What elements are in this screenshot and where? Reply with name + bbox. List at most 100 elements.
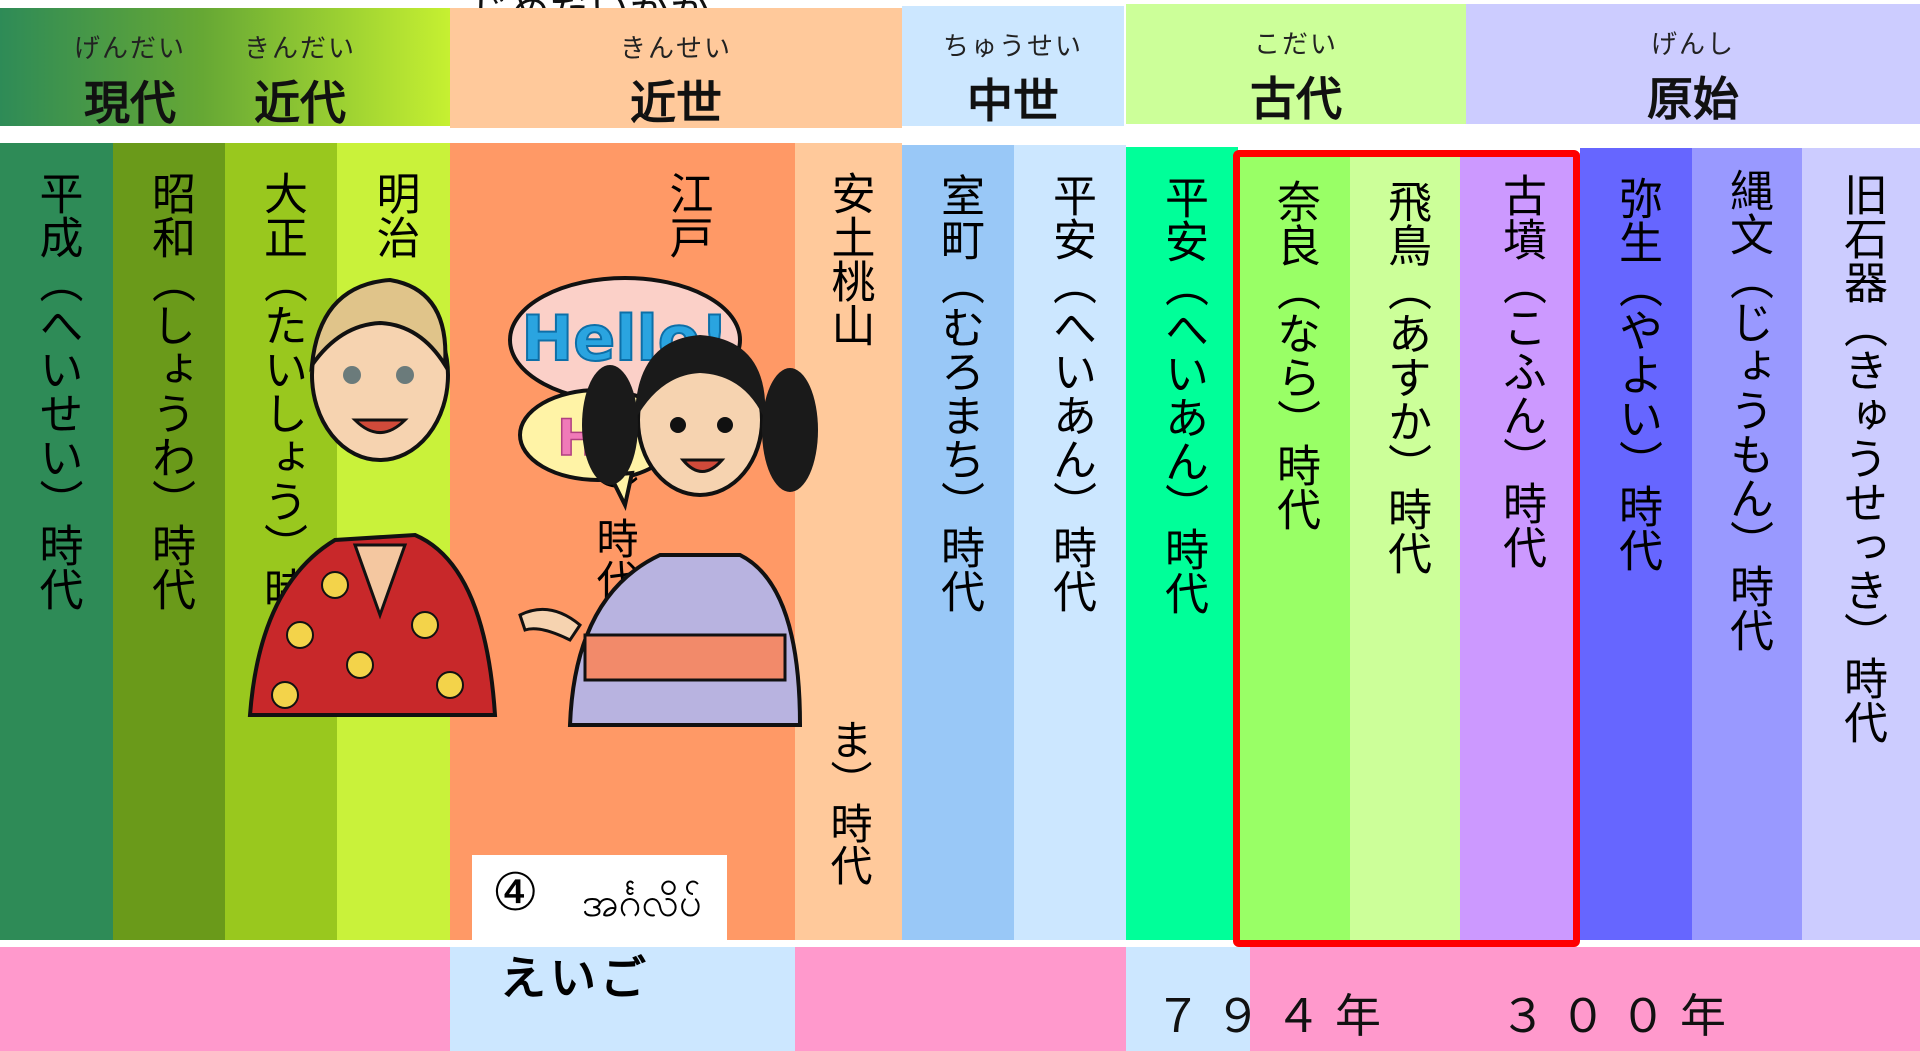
period-reading: こふん bbox=[1495, 305, 1546, 437]
open-paren: （ bbox=[1269, 267, 1320, 311]
period-column-heian: 平安（へいあん）時代 bbox=[1126, 147, 1238, 940]
period-reading: あすか bbox=[1380, 311, 1431, 443]
reading-fragment: ま bbox=[824, 718, 873, 760]
period-suffix: 時代 bbox=[144, 523, 195, 611]
period-kanji: 平安 bbox=[1157, 175, 1208, 263]
era-name-kindai: 近代 bbox=[254, 76, 346, 126]
period-suffix: 時代 bbox=[1722, 564, 1773, 652]
label-burmese: အင်္ဂလိပ် bbox=[582, 880, 702, 926]
period-suffix: 時代 bbox=[933, 525, 984, 613]
close-paren: ） bbox=[1269, 399, 1320, 443]
era-header-kodai: こだい 古代 bbox=[1126, 4, 1466, 124]
period-kanji: 飛鳥 bbox=[1380, 179, 1431, 267]
close-paren: ） bbox=[1045, 481, 1096, 525]
open-paren: （ bbox=[1495, 261, 1546, 305]
year-label-794: ７９４年 bbox=[1155, 989, 1395, 1043]
period-suffix: 時代 bbox=[1611, 484, 1662, 572]
period-column-showa: 昭和（しょうわ）時代 bbox=[113, 143, 225, 940]
close-paren: ） bbox=[256, 523, 307, 567]
close-paren: ） bbox=[31, 479, 83, 523]
period-kanji: 安土桃山 bbox=[823, 171, 875, 347]
close-paren: ） bbox=[1380, 443, 1431, 487]
period-column-muromachi: 室町（むろまち）時代 bbox=[902, 145, 1014, 940]
era-name-gendai: 現代 bbox=[84, 76, 176, 126]
bottom-strip-pink-right bbox=[1250, 947, 1920, 1051]
close-paren: ） bbox=[1157, 483, 1208, 527]
language-label-box: ④ အင်္ဂလိပ် bbox=[472, 855, 727, 947]
period-kanji: 縄文 bbox=[1722, 168, 1773, 256]
azuchi-suffix-fragment: ま）時代 bbox=[812, 718, 884, 898]
open-paren: （ bbox=[1157, 263, 1208, 307]
close-paren: ） bbox=[144, 479, 195, 523]
period-column-nara: 奈良（なら）時代 bbox=[1238, 153, 1350, 940]
bottom-strip-pink-middle bbox=[795, 947, 1126, 1051]
period-kanji: 平成 bbox=[31, 171, 83, 259]
period-reading: しょうわ bbox=[144, 303, 195, 479]
period-column-kyusekki: 旧石器（きゅうせっき）時代 bbox=[1802, 148, 1920, 940]
era-ruby-genshi: げんし bbox=[1650, 30, 1735, 60]
period-column-heian-chusei: 平安（へいあん）時代 bbox=[1014, 145, 1126, 940]
era-name-kinsei: 近世 bbox=[630, 76, 722, 128]
open-paren: （ bbox=[144, 259, 195, 303]
close-paren: ） bbox=[933, 481, 984, 525]
period-kanji: 旧石器 bbox=[1836, 172, 1887, 304]
period-column-taisho: 大正（たいしょう）時代 bbox=[225, 143, 337, 940]
open-paren: （ bbox=[1380, 267, 1431, 311]
period-column-heisei: 平成（へいせい）時代 bbox=[0, 143, 113, 940]
period-kanji: 平安 bbox=[1045, 173, 1096, 261]
bottom-strip-blue-label bbox=[450, 947, 795, 1051]
period-reading: へいあん bbox=[1045, 305, 1096, 481]
highlight-frame bbox=[1233, 150, 1580, 947]
year-label-300: ３００年 bbox=[1500, 989, 1740, 1043]
close-paren: ） bbox=[824, 760, 873, 802]
period-kanji: 江戸 bbox=[661, 171, 713, 259]
era-ruby-kindai: きんだい bbox=[243, 34, 356, 64]
open-paren: （ bbox=[1836, 304, 1887, 348]
period-kanji: 奈良 bbox=[1269, 179, 1320, 267]
period-reading: へいせい bbox=[31, 303, 83, 479]
period-suffix: 時代 bbox=[1157, 527, 1208, 615]
greeting-illustration: Hello! Hi! bbox=[247, 276, 818, 727]
open-paren: （ bbox=[31, 259, 83, 303]
era-ruby-kodai: こだい bbox=[1253, 30, 1338, 60]
period-column-jomon: 縄文（じょうもん）時代 bbox=[1692, 148, 1802, 940]
era-header-gendai-kindai: げんだい 現代 きんだい 近代 bbox=[0, 8, 450, 126]
period-suffix: 時代 bbox=[1495, 481, 1546, 569]
era-ruby-gendai: げんだい bbox=[73, 34, 186, 64]
close-paren: ） bbox=[1836, 612, 1887, 656]
period-kanji: 古墳 bbox=[1495, 173, 1546, 261]
period-reading: やよい bbox=[1611, 308, 1662, 440]
period-kanji: 弥生 bbox=[1611, 176, 1662, 264]
period-reading: へいあん bbox=[1157, 307, 1208, 483]
open-paren: （ bbox=[1722, 256, 1773, 300]
period-column-edo: 江戸 bbox=[450, 143, 795, 940]
close-paren: ） bbox=[1722, 520, 1773, 564]
period-kanji: 昭和 bbox=[144, 171, 195, 259]
open-paren: （ bbox=[1611, 264, 1662, 308]
period-suffix: 時代 bbox=[1836, 656, 1887, 744]
era-name-genshi: 原始 bbox=[1647, 72, 1739, 124]
period-kanji: 室町 bbox=[933, 173, 984, 261]
era-ruby-kinsei: きんせい bbox=[619, 34, 732, 64]
era-ruby-chusei: ちゅうせい bbox=[942, 32, 1083, 62]
period-column-kofun: 古墳（こふん）時代 bbox=[1460, 153, 1580, 940]
era-name-chusei: 中世 bbox=[967, 74, 1059, 126]
bottom-strip-blue-right bbox=[1126, 947, 1250, 1051]
period-reading: たいしょう bbox=[256, 303, 307, 523]
period-suffix: 時代 bbox=[31, 523, 83, 611]
period-suffix: 時代 bbox=[824, 802, 873, 886]
open-paren: （ bbox=[933, 261, 984, 305]
era-header-kinsei: きんせい 近世 bbox=[450, 8, 902, 128]
era-header-chusei: ちゅうせい 中世 bbox=[902, 6, 1124, 126]
period-reading: きゅうせっき bbox=[1836, 348, 1887, 612]
period-suffix: 時代 bbox=[1380, 487, 1431, 575]
boy-character bbox=[247, 277, 498, 717]
label-number: ④ bbox=[492, 863, 539, 923]
close-paren: ） bbox=[1495, 437, 1546, 481]
period-column-yayoi: 弥生（やよい）時代 bbox=[1580, 148, 1692, 940]
open-paren: （ bbox=[256, 259, 307, 303]
period-suffix: 時代 bbox=[1269, 443, 1320, 531]
period-column-azuchi-momoyama: 安土桃山 bbox=[795, 143, 902, 940]
period-suffix: 時代 bbox=[1045, 525, 1096, 613]
era-name-kodai: 古代 bbox=[1250, 72, 1342, 124]
